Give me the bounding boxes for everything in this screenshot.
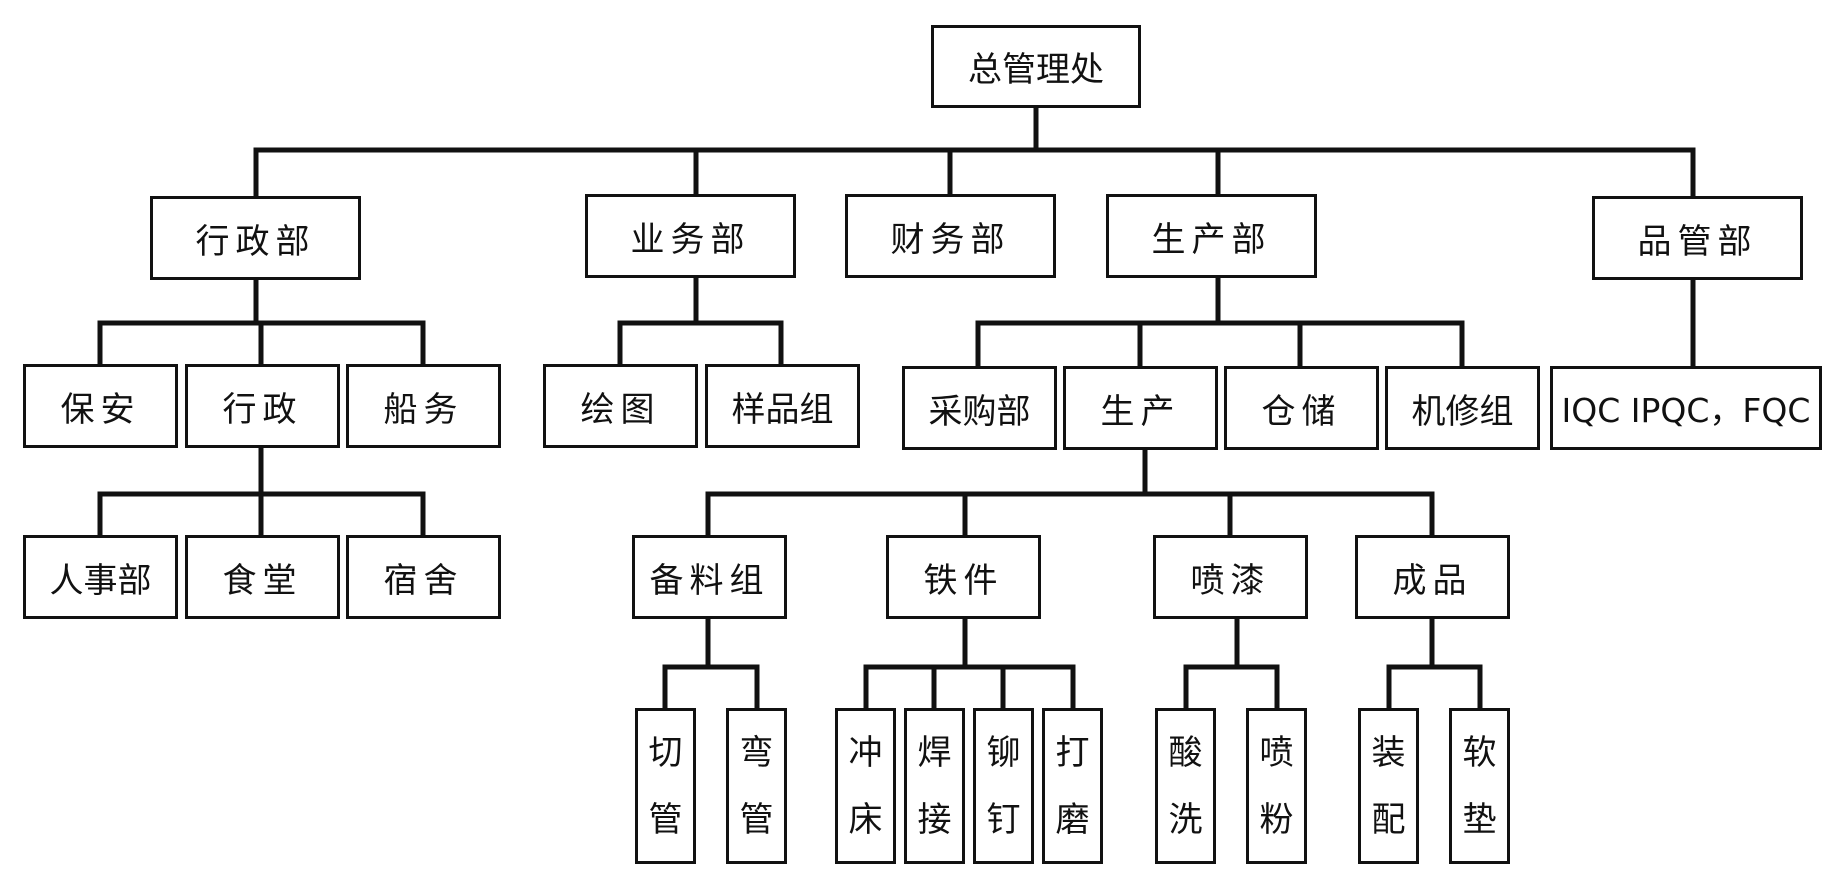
node-hr: 人事部 — [23, 535, 178, 619]
node-admin-dept: 行政部 — [150, 196, 361, 280]
node-welding: 焊 接 — [904, 708, 965, 864]
node-security: 保安 — [23, 364, 178, 448]
node-grinding-char-1: 打 — [1055, 732, 1090, 773]
node-riveting-char-2: 钉 — [986, 799, 1021, 840]
node-stamping: 冲 床 — [835, 708, 896, 864]
node-drawing: 绘图 — [543, 364, 698, 448]
node-bend-pipe-char-2: 管 — [739, 799, 774, 840]
node-material-prep: 备料组 — [632, 535, 787, 619]
node-purchasing: 采购部 — [902, 366, 1057, 450]
node-finance-dept: 财务部 — [845, 194, 1056, 278]
node-assembly-char-2: 配 — [1371, 799, 1406, 840]
node-powder-coat-char-1: 喷 — [1259, 732, 1294, 773]
node-business-dept: 业务部 — [585, 194, 796, 278]
node-root: 总管理处 — [931, 25, 1141, 108]
node-cut-pipe-char-2: 管 — [648, 799, 683, 840]
node-pickling-char-2: 洗 — [1168, 799, 1203, 840]
node-pickling-char-1: 酸 — [1168, 732, 1203, 773]
node-powder-coat: 喷 粉 — [1246, 708, 1307, 864]
node-shipping: 船务 — [346, 364, 501, 448]
node-dorm: 宿舍 — [346, 535, 501, 619]
node-admin: 行政 — [185, 364, 340, 448]
node-ironwork: 铁件 — [886, 535, 1041, 619]
node-production: 生产 — [1063, 366, 1218, 450]
node-soft-pad-char-2: 垫 — [1462, 799, 1497, 840]
node-bend-pipe-char-1: 弯 — [739, 732, 774, 773]
node-riveting-char-1: 铆 — [986, 732, 1021, 773]
node-soft-pad-char-1: 软 — [1462, 732, 1497, 773]
node-powder-coat-char-2: 粉 — [1259, 799, 1294, 840]
node-sample-group: 样品组 — [705, 364, 860, 448]
node-finished: 成品 — [1355, 535, 1510, 619]
node-welding-char-1: 焊 — [917, 732, 952, 773]
node-grinding-char-2: 磨 — [1055, 799, 1090, 840]
node-canteen: 食堂 — [185, 535, 340, 619]
node-quality-dept: 品管部 — [1592, 196, 1803, 280]
node-assembly-char-1: 装 — [1371, 732, 1406, 773]
node-cut-pipe-char-1: 切 — [648, 732, 683, 773]
node-cut-pipe: 切 管 — [635, 708, 696, 864]
node-painting: 喷漆 — [1153, 535, 1308, 619]
node-stamping-char-1: 冲 — [848, 732, 883, 773]
node-riveting: 铆 钉 — [973, 708, 1034, 864]
node-assembly: 装 配 — [1358, 708, 1419, 864]
node-welding-char-2: 接 — [917, 799, 952, 840]
node-maintenance: 机修组 — [1385, 366, 1540, 450]
node-production-dept: 生产部 — [1106, 194, 1317, 278]
node-grinding: 打 磨 — [1042, 708, 1103, 864]
node-stamping-char-2: 床 — [848, 799, 883, 840]
node-qc: IQC IPQC，FQC — [1550, 366, 1822, 450]
node-pickling: 酸 洗 — [1155, 708, 1216, 864]
node-warehouse: 仓储 — [1224, 366, 1379, 450]
node-soft-pad: 软 垫 — [1449, 708, 1510, 864]
node-bend-pipe: 弯 管 — [726, 708, 787, 864]
